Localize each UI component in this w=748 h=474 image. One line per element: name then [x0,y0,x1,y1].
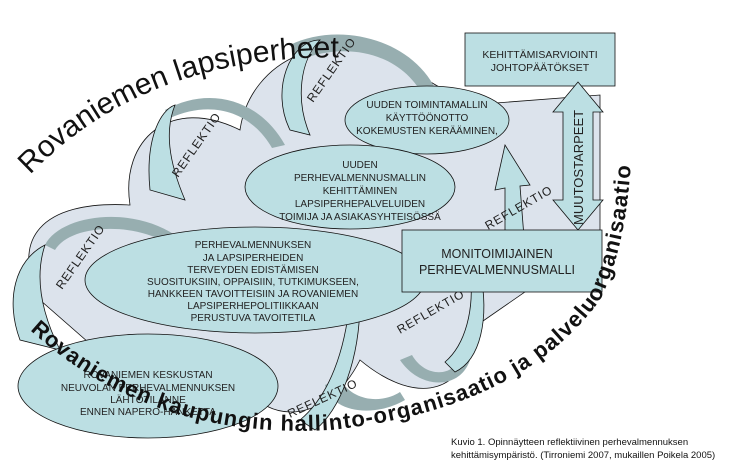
stage-text: UUDEN TOIMINTAMALLIN [366,100,487,111]
caption-line: Kuvio 1. Opinnäytteen reflektiivinen per… [451,437,689,448]
stage-text: KOKEMUSTEN KERÄÄMINEN, [356,125,498,137]
evaluation-text: JOHTOPÄÄTÖKSET [491,62,590,74]
stage-text: TOIMIJA JA ASIAKASYHTEISÖSSÄ [279,211,441,223]
stage-start: ROVANIEMEN KESKUSTAN NEUVOLAN PERHEVALME… [17,333,279,439]
stage-goal: PERHEVALMENNUKSEN JA LAPSIPERHEIDEN TERV… [84,226,426,334]
loop-arrows [12,34,531,431]
stage-text: PERHEVALMENNUSMALLIN [294,173,426,184]
stage-text: LAPSIPERHEPALVELUIDEN [295,199,425,210]
stage-text: JA LAPSIPERHEIDEN [203,253,304,264]
model-box: MONITOIMIJAINEN PERHEVALMENNUSMALLI [401,229,603,293]
model-text: PERHEVALMENNUSMALLI [419,263,575,277]
stage-development: UUDEN PERHEVALMENNUSMALLIN KEHITTÄMINEN … [244,144,456,230]
stage-text: ENNEN NAPERO-HANKETTA [80,407,216,418]
change-needs-arrow: MUUTOSTARPEET [552,81,604,231]
evaluation-box: KEHITTÄMISARVIOINTI JOHTOPÄÄTÖKSET [464,32,616,87]
stage-text: SUOSITUKSIIN, OPPAISIIN, TUTKIMUKSEEN, [147,277,359,288]
stage-text: KÄYTTÖÖNOTTO [386,112,469,124]
evaluation-text: KEHITTÄMISARVIOINTI [482,49,597,61]
stage-text: LÄHTÖTILANNE [110,394,186,406]
stage-text: PERUSTUVA TAVOITETILA [191,313,316,324]
stage-text: ROVANIEMEN KESKUSTAN [83,370,212,381]
figure-caption: Kuvio 1. Opinnäytteen reflektiivinen per… [451,436,715,462]
stage-text: PERHEVALMENNUKSEN [195,240,312,251]
change-needs-label: MUUTOSTARPEET [571,110,586,225]
stage-text: HANKKEEN TAVOITTEISIIN JA ROVANIEMEN [148,289,358,300]
caption-line: kehittämisympäristö. (Tirroniemi 2007, m… [451,450,716,461]
stage-deployment: UUDEN TOIMINTAMALLIN KÄYTTÖÖNOTTO KOKEMU… [344,85,510,155]
model-text: MONITOIMIJAINEN [441,247,553,261]
stage-text: LAPSIPERHEPOLITIIKKAAN [187,301,318,312]
stage-text: KEHITTÄMINEN [323,185,397,197]
stage-text: UUDEN [342,160,378,171]
stage-text: NEUVOLAN PERHEVALMENNUKSEN [61,383,235,394]
stage-text: TERVEYDEN EDISTÄMISEN [187,264,319,276]
